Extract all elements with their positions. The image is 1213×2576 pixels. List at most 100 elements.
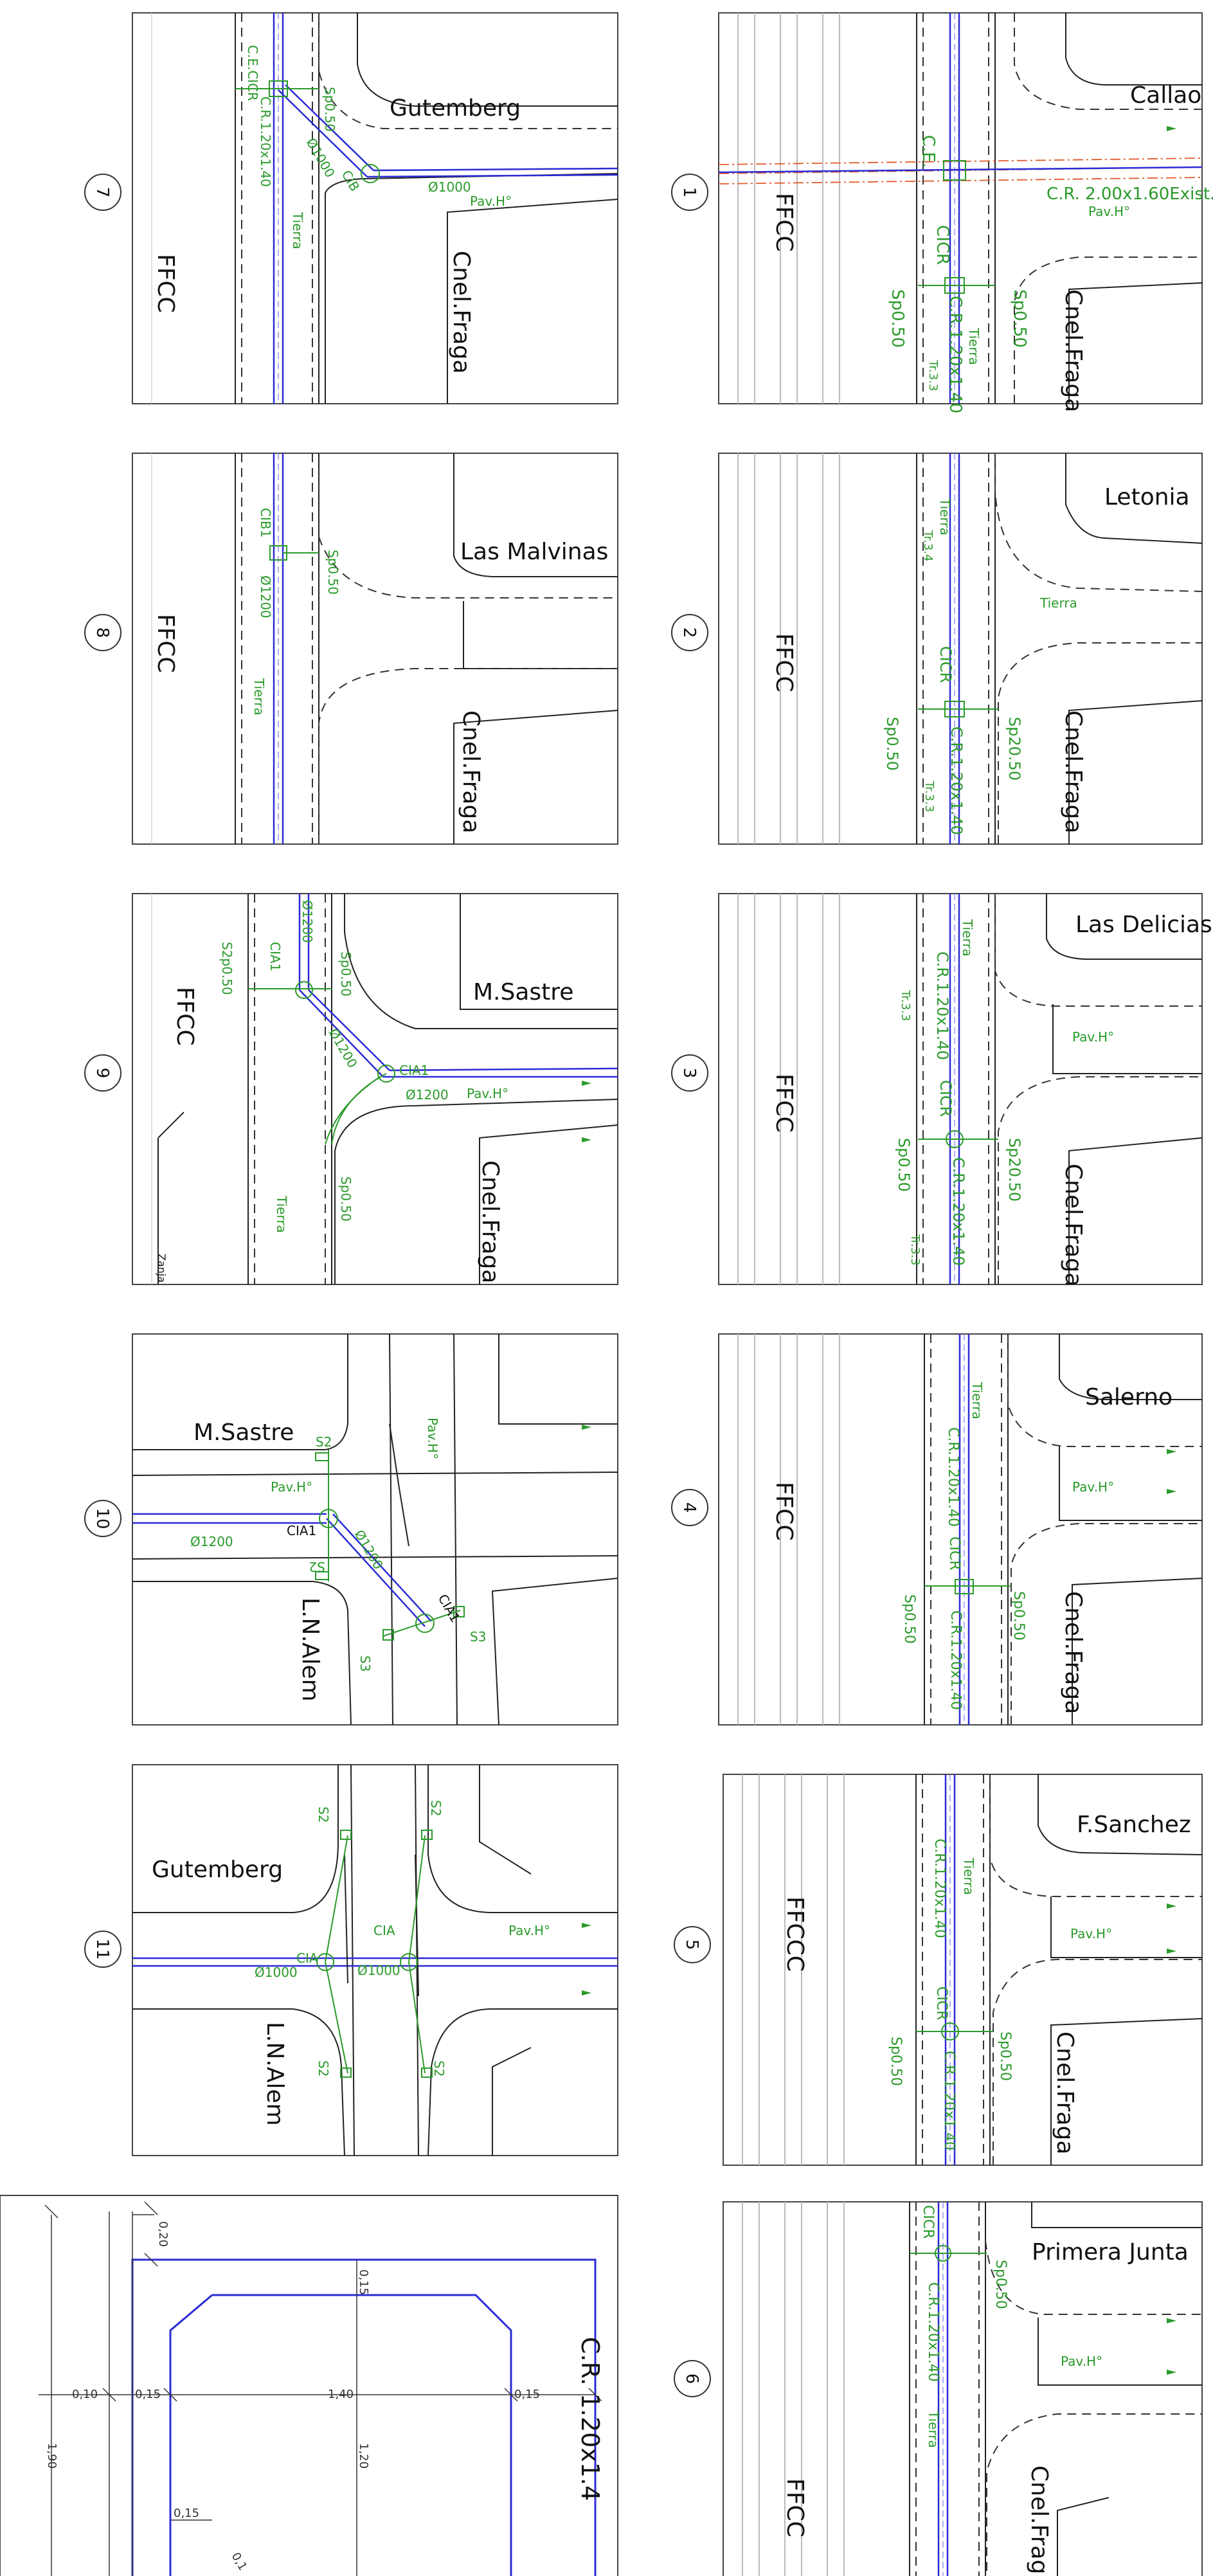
rail-label: FFCC — [782, 2478, 808, 2537]
cross-street-label: L.N.Alem — [262, 2022, 288, 2126]
culvert-inner — [169, 2294, 512, 2576]
svg-text:10: 10 — [93, 1508, 112, 1529]
rail-label: FFCC — [771, 633, 797, 692]
svg-text:4: 4 — [679, 1502, 699, 1513]
label-cia1-top: CIA1 — [267, 942, 283, 971]
panel-11: S2 S2 CIA CIA Ø1000 Ø1000 Pav.H° S2 S2 G… — [132, 1764, 618, 2156]
rail-label: FFCCC — [782, 1896, 808, 1972]
cross-street-label: Cnel.Fraga — [1060, 1164, 1086, 1286]
svg-text:3: 3 — [679, 1068, 699, 1079]
label-cia1: CIA1 — [399, 1063, 429, 1078]
street-label: Gutemberg — [152, 1857, 283, 1883]
label-sp-top: Sp0.50 — [338, 951, 354, 996]
dim-0-15-top: 0,15 — [357, 2269, 370, 2295]
label-cr: C.R.1.20x1.40 — [948, 726, 966, 835]
panel-5-number: 5 — [674, 1926, 711, 1963]
cross-street-label: Cnel.Fraga — [477, 1160, 503, 1283]
label-zanja: Zanja — [156, 1254, 168, 1283]
label-ce-cicr: C.E.CICR — [245, 45, 260, 101]
street-label: Las Delicias — [1075, 912, 1212, 938]
label-pav-right: Pav.H° — [425, 1418, 440, 1459]
panel-1-number: 1 — [671, 174, 708, 211]
label-pav: Pav.H° — [1061, 2354, 1102, 2369]
chamber-cia-left — [316, 1953, 334, 1971]
street-label: Callao — [1130, 82, 1201, 109]
chamber-cia-right — [400, 1953, 418, 1971]
label-sp: Sp0.50 — [322, 87, 337, 132]
cross-street-label: Cnel.Fraga — [1060, 710, 1086, 833]
label-tr-2: Tr.3.3 — [922, 780, 936, 812]
cross-street-label: Cnel.Fraga — [458, 710, 484, 833]
railway-tracks — [742, 1774, 845, 2165]
chamber-cib — [361, 164, 380, 183]
label-cr: C.R.1.20x1.40 — [258, 96, 273, 187]
label-s3-left: S3 — [357, 1655, 373, 1671]
label-sp-right: Sp0.50 — [1010, 289, 1029, 348]
panel-3: Tierra Tr.3.3 C.R.1.20x1.40 Pav.H° CICR … — [718, 893, 1212, 1286]
street-label: Gutemberg — [390, 95, 521, 122]
label-sp-right: Sp20.50 — [1005, 717, 1023, 780]
label-diam-2: Ø1000 — [428, 179, 471, 195]
dim-1-90: 1,90 — [45, 2443, 58, 2469]
flow-arrows — [582, 126, 1176, 2375]
label-tierra: Tierra — [937, 498, 953, 536]
panel-10-number: 10 — [84, 1500, 121, 1537]
panel-3-number: 3 — [671, 1054, 708, 1092]
label-tierra: Tierra — [251, 678, 267, 716]
label-tierra: Tierra — [926, 2410, 941, 2448]
rail-label: FFCC — [771, 1482, 797, 1541]
svg-text:5: 5 — [682, 1940, 701, 1950]
label-sp-bottom: Sp0.50 — [338, 1176, 354, 1221]
label-diam-left: Ø1200 — [190, 1534, 233, 1549]
dim-0-20: 0,20 — [156, 2221, 170, 2247]
panel-10: S2 Pav.H° Pav.H° CIA1 Ø1200 Ø1200 S2 CIA… — [132, 1333, 618, 1725]
panel-4: Tierra C.R.1.20x1.40 Pav.H° CICR Sp0.50 … — [718, 1333, 1203, 1725]
label-s2p: S2p0.50 — [219, 942, 235, 995]
dim-0-10: 0,10 — [72, 2388, 98, 2401]
label-cia-left: CIA — [296, 1950, 318, 1966]
label-cr: C.R.1.20x1.40 — [948, 1610, 964, 1710]
street-label: F.Sanchez — [1077, 1812, 1191, 1838]
chamber-cia1-2 — [415, 1614, 435, 1633]
chamber-cia1-top — [295, 981, 313, 999]
label-sp-left: Sp0.50 — [883, 717, 901, 771]
label-cicr: CICR — [937, 1080, 955, 1117]
svg-text:8: 8 — [93, 627, 112, 638]
svg-text:1: 1 — [679, 187, 699, 198]
cross-street-label: Cnel.Fraga — [1052, 2031, 1078, 2154]
dim-0-15-chamfer: 0,15 — [174, 2507, 199, 2520]
label-cicr: CICR — [920, 2205, 936, 2239]
label-tierra: Tierra — [966, 327, 982, 365]
label-cr-top: C.R.1.20x1.40 — [933, 951, 951, 1060]
label-sp-right: Sp0.50 — [1011, 1591, 1027, 1641]
street-label: Letonia — [1104, 484, 1190, 510]
label-tr-2: Tr.3.3 — [908, 1234, 922, 1265]
label-pav: Pav.H° — [508, 1923, 550, 1938]
street-label: Primera Junta — [1032, 2239, 1189, 2265]
label-pav: Pav.H° — [467, 1086, 508, 1101]
label-cicr: CICR — [933, 1986, 949, 2021]
label-pav: Pav.H° — [470, 194, 512, 209]
cross-street-label: Cnel.Fraga — [1060, 289, 1086, 412]
svg-text:6: 6 — [682, 2373, 701, 2384]
svg-text:9: 9 — [93, 1068, 112, 1079]
panel-6: CICR Sp0.50 C.R.1.20x1.40 Pav.H° Tierra … — [723, 2201, 1203, 2576]
label-pav: Pav.H° — [1070, 1926, 1112, 1941]
label-tierra: Tierra — [969, 1382, 985, 1419]
label-tierra-2: Tierra — [1039, 595, 1077, 611]
label-sp: Sp0.50 — [993, 2260, 1009, 2309]
label-cib1: CIB1 — [258, 508, 273, 537]
label-sp-left: Sp0.50 — [888, 2037, 904, 2086]
label-sp-right: Sp20.50 — [1005, 1138, 1023, 1202]
label-s2-bottom-left: S2 — [316, 2060, 331, 2076]
detail-title: C.R. 1.20x1.4 — [576, 2337, 604, 2501]
panel-5: Tierra C.R.1.20x1.40 Pav.H° CICR Sp0.50 … — [723, 1774, 1203, 2166]
label-sp-left: Sp0.50 — [901, 1594, 917, 1644]
rail-label: FFCC — [771, 193, 797, 252]
cross-street-label: Cnel.Fraga — [1060, 1591, 1086, 1714]
panel-7: C.E.CICR Sp0.50 C.R.1.20x1.40 Ø1000 CIB … — [132, 12, 618, 404]
label-cr: C.R.1.20x1.40 — [941, 2051, 957, 2150]
label-diam-right: Ø1000 — [357, 1963, 400, 1978]
panel-2-number: 2 — [671, 614, 708, 651]
railway-tracks — [737, 13, 840, 404]
